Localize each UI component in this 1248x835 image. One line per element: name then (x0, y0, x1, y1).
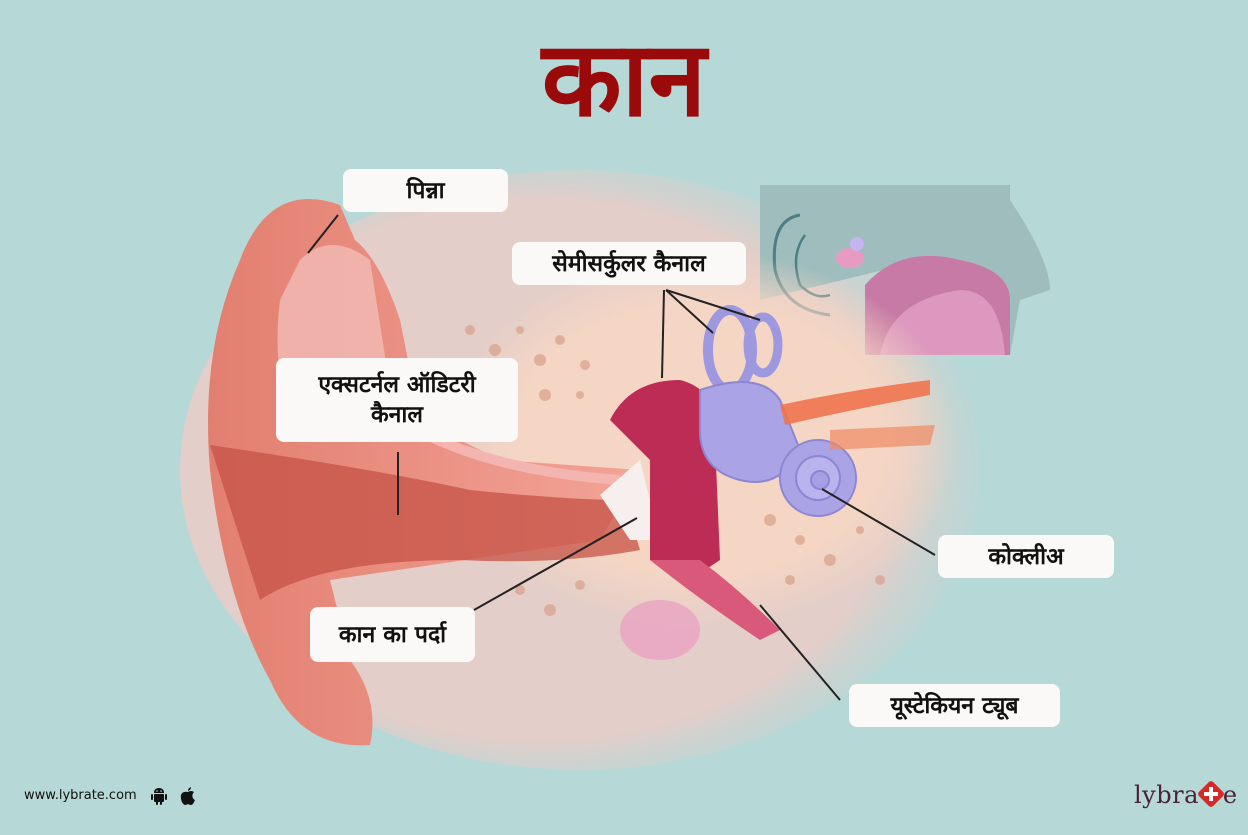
label-pinna: पिन्ना (343, 169, 508, 212)
label-cochlea: कोक्लीअ (938, 535, 1114, 578)
label-semicircular-canal: सेमीसर्कुलर कैनाल (512, 242, 746, 285)
label-eustachian-tube: यूस्टेकियन ट्यूब (849, 684, 1060, 727)
label-external-auditory-canal: एक्सटर्नल ऑडिटरी कैनाल (276, 358, 518, 442)
brand-text-left: lybra (1134, 781, 1199, 809)
page-title: कान (541, 18, 707, 140)
label-eardrum: कान का पर्दा (310, 607, 475, 662)
footer-url[interactable]: www.lybrate.com (24, 788, 137, 803)
android-icon[interactable] (150, 786, 168, 806)
label-external-auditory-canal-line1: एक्सटर्नल ऑडिटरी (318, 372, 476, 398)
label-external-auditory-canal-line2: कैनाल (371, 402, 423, 428)
brand-text-right: e (1222, 781, 1238, 809)
apple-icon[interactable] (179, 786, 197, 806)
medical-cross-icon (1196, 779, 1226, 809)
